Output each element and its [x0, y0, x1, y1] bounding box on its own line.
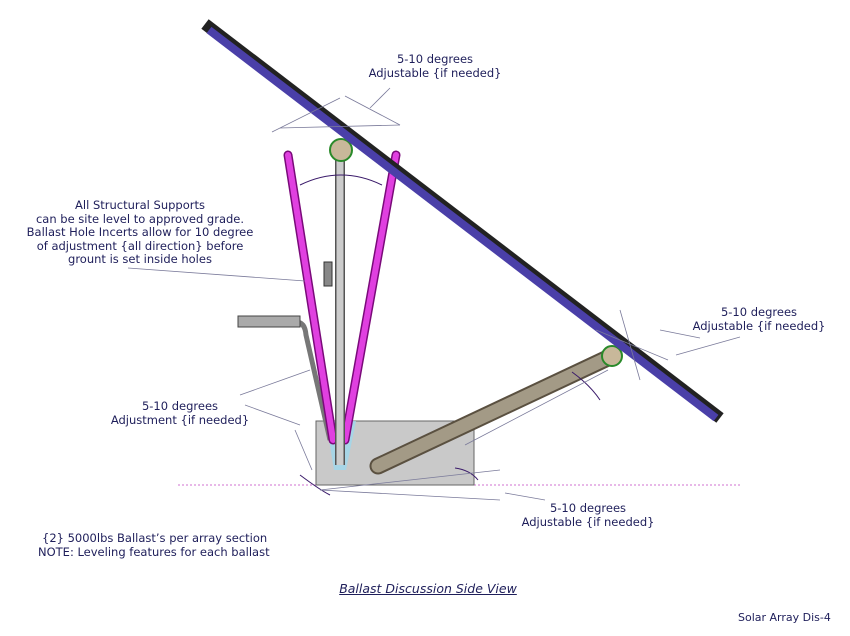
note-line: Ballast Hole Incerts allow for 10 degree — [26, 225, 254, 239]
note-line: can be site level to approved grade. — [35, 211, 245, 226]
right-pivot — [601, 345, 623, 367]
right-adjust-label: Adjustable {if needed} — [692, 318, 826, 333]
right-angle-note: 5-10 degrees Adjustable {if needed} — [684, 305, 834, 333]
right-angle-label: 5-10 degrees — [720, 305, 798, 319]
sheet-label: Solar Array Dis-4 — [738, 611, 831, 624]
left-adjust-label: Adjustment {if needed} — [110, 412, 250, 427]
note-line: NOTE: Leveling features for each ballast — [38, 544, 270, 559]
top-angle-label: 5-10 degrees — [396, 52, 474, 66]
note-line: grount is set inside holes — [68, 252, 212, 266]
note-line: {2} 5000lbs Ballast’s per array section — [42, 531, 268, 545]
note-line: of adjustment {all direction} before — [36, 238, 244, 253]
top-adjust-label: Adjustable {if needed} — [368, 65, 502, 80]
diagram-title: Ballast Discussion Side View — [339, 581, 517, 596]
post-bracket — [323, 261, 333, 287]
left-angle-label: 5-10 degrees — [141, 399, 219, 413]
top-angle-note: 5-10 degrees Adjustable {if needed} — [360, 52, 510, 80]
note-line: All Structural Supports — [75, 198, 205, 212]
top-pivot — [329, 138, 353, 162]
bottom-adjust-label: Adjustable {if needed} — [521, 514, 655, 529]
bottom-angle-note: 5-10 degrees Adjustable {if needed} — [513, 501, 663, 529]
bottom-angle-label: 5-10 degrees — [549, 501, 627, 515]
cable-clamp — [237, 315, 301, 328]
left-angle-note: 5-10 degrees Adjustment {if needed} — [100, 399, 260, 427]
supports-note: All Structural Supports can be site leve… — [20, 198, 260, 267]
ballast-note: {2} 5000lbs Ballast’s per array section … — [38, 531, 270, 559]
